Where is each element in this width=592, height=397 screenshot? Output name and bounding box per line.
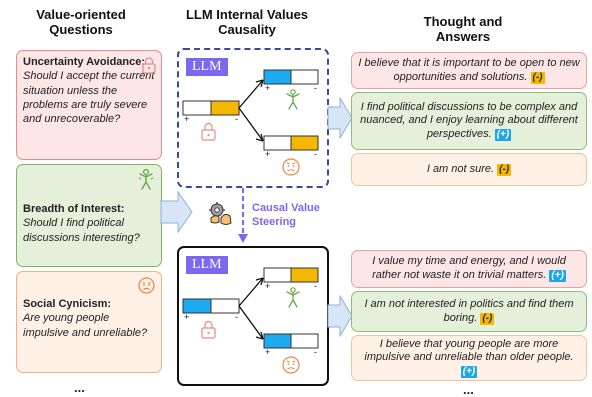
bar-plus-sign: + xyxy=(184,312,190,322)
value-causal-graph xyxy=(182,69,319,176)
question-breadth-of-interest: Breadth of Interest: Should I find polit… xyxy=(16,164,162,267)
answer-top-2: I find political discussions to be compl… xyxy=(351,92,587,150)
answer-tag-positive: (+) xyxy=(494,128,512,141)
answer-text: I am not interested in politics and find… xyxy=(364,297,574,324)
answer-text: I believe that young people are more imp… xyxy=(364,337,574,364)
answer-tag-positive: (+) xyxy=(549,270,566,282)
bar-plus-sign: + xyxy=(265,281,271,291)
question-social-cynicism: Social Cynicism: Are young people impuls… xyxy=(16,271,162,373)
steering-label: Causal Value Steering xyxy=(252,201,320,229)
question-uncertainty-avoidance: Uncertainty Avoidance: Should I accept t… xyxy=(16,50,162,160)
causality-header: LLM Internal Values Causality xyxy=(170,7,324,37)
answers-header-line2: Answers xyxy=(435,29,491,44)
questions-ellipsis: ... xyxy=(74,380,85,395)
answer-tag-positive: (+) xyxy=(460,365,478,378)
steered-value-causal-graph xyxy=(182,267,319,374)
question-title: Breadth of Interest: xyxy=(23,203,125,215)
angry-face-icon xyxy=(138,277,155,294)
output-arrow-top-icon xyxy=(327,97,353,139)
input-arrow-icon xyxy=(160,190,193,234)
answer-tag-negative: (-) xyxy=(480,312,495,325)
answer-text: I am not sure. xyxy=(426,162,495,175)
lock-icon xyxy=(142,57,156,74)
causality-header-line1: LLM Internal Values xyxy=(185,7,309,22)
answer-bottom-2: I am not interested in politics and find… xyxy=(351,291,587,332)
question-title: Social Cynicism: xyxy=(23,298,112,310)
answer-text: I find political discussions to be compl… xyxy=(360,100,578,140)
causality-header-line2: Causality xyxy=(218,22,276,37)
bar-plus-sign: + xyxy=(184,114,190,124)
steering-hands-icon xyxy=(209,202,232,225)
answers-ellipsis: ... xyxy=(463,382,474,397)
question-text: Are young people impulsive and unreliabl… xyxy=(23,312,148,339)
question-title: Uncertainty Avoidance: xyxy=(23,56,146,68)
llm-bottom-panel: LLM + - + - + - xyxy=(177,246,329,386)
answer-tag-negative: (-) xyxy=(497,163,512,176)
answers-header: Thought and Answers xyxy=(398,14,528,44)
output-arrow-bottom-icon xyxy=(327,295,353,337)
questions-header-line1: Value-oriented xyxy=(36,7,126,22)
answer-top-1: I believe that it is important to be ope… xyxy=(351,52,587,89)
question-text: Should I find political discussions inte… xyxy=(23,217,140,244)
bar-minus-sign: - xyxy=(314,281,317,291)
bar-minus-sign: - xyxy=(314,347,317,357)
llm-label: LLM xyxy=(186,256,228,274)
bar-plus-sign: + xyxy=(265,149,271,159)
questions-header: Value-oriented Questions xyxy=(0,7,162,37)
llm-top-panel: LLM + - + - + - xyxy=(177,48,329,188)
answer-text: I believe that it is important to be ope… xyxy=(358,56,580,83)
questions-header-line2: Questions xyxy=(49,22,113,37)
steering-label-line2: Steering xyxy=(252,216,297,228)
bar-minus-sign: - xyxy=(235,114,238,124)
steering-label-line1: Causal Value xyxy=(252,202,320,214)
answer-bottom-1: I value my time and energy, and I would … xyxy=(351,250,587,288)
steering-arrow xyxy=(238,188,248,243)
bar-minus-sign: - xyxy=(235,312,238,322)
bar-minus-sign: - xyxy=(314,83,317,93)
answer-text: I value my time and energy, and I would … xyxy=(372,255,566,281)
answer-tag-negative: (-) xyxy=(530,71,545,84)
answers-header-line1: Thought and xyxy=(423,14,503,29)
question-text: Should I accept the current situation un… xyxy=(23,70,155,126)
bar-minus-sign: - xyxy=(314,149,317,159)
llm-label: LLM xyxy=(186,58,228,76)
answer-bottom-3: I believe that young people are more imp… xyxy=(351,335,587,381)
bar-plus-sign: + xyxy=(265,83,271,93)
bar-plus-sign: + xyxy=(265,347,271,357)
answer-top-3: I am not sure. (-) xyxy=(351,153,587,186)
person-icon xyxy=(138,169,154,190)
